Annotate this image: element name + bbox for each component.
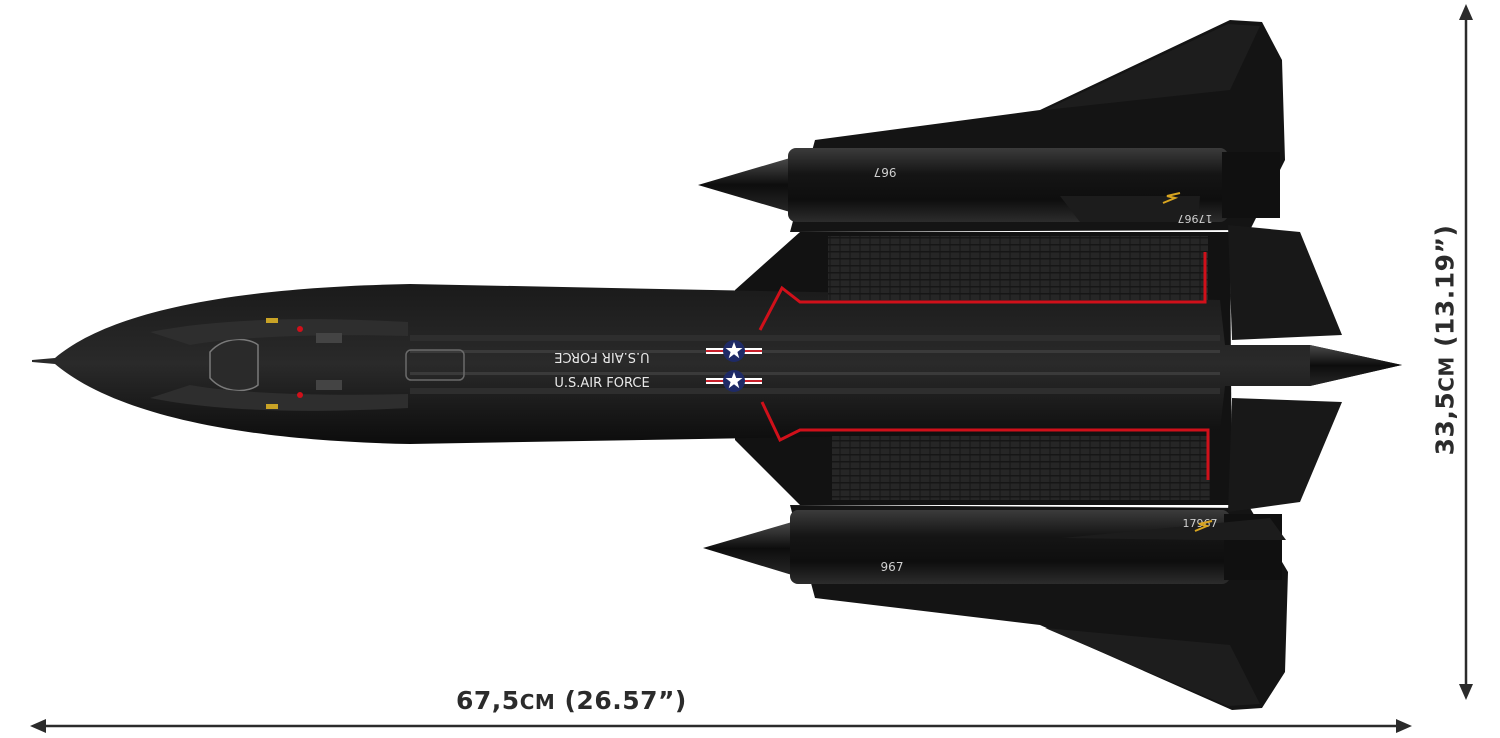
width-dimension-label: 67,5CM (26.57”) bbox=[456, 686, 687, 715]
upper-tail-number: 17967 bbox=[1178, 212, 1213, 225]
lower-tail-fin bbox=[1228, 398, 1342, 512]
tail-cone bbox=[1310, 345, 1402, 386]
height-dimension-arrow bbox=[1459, 4, 1473, 700]
upper-wing-panel-grid bbox=[828, 236, 1208, 300]
upper-tail-fin bbox=[1228, 225, 1342, 340]
canopy-hatch bbox=[405, 349, 465, 381]
lower-wing-panel-grid bbox=[832, 436, 1210, 500]
lightning-emblem bbox=[1194, 520, 1213, 532]
lower-engine-number: 967 bbox=[881, 560, 904, 574]
upper-engine-number: 967 bbox=[874, 165, 897, 179]
lightning-emblem bbox=[1162, 192, 1181, 204]
lower-engine-spike bbox=[703, 522, 792, 575]
usaf-marking-mirrored: U.S.AIR FORCE bbox=[554, 349, 649, 364]
upper-engine-spike bbox=[698, 158, 790, 212]
width-value: 67,5 bbox=[456, 686, 520, 715]
usaf-marking: U.S.AIR FORCE bbox=[554, 376, 649, 391]
roundel-lower bbox=[706, 370, 762, 392]
warning-decal bbox=[266, 404, 278, 409]
height-value: 33,5 bbox=[1430, 391, 1460, 456]
lower-engine-nacelle bbox=[790, 510, 1230, 584]
lower-red-stripe bbox=[760, 401, 1210, 480]
warning-decal bbox=[266, 318, 278, 323]
sr71-aircraft-model: U.S.AIR FORCE U.S.AIR FORCE 967 967 1796… bbox=[32, 20, 1402, 710]
roundel-upper bbox=[706, 340, 762, 362]
width-unit: CM bbox=[519, 690, 556, 714]
cockpit-canopy bbox=[209, 338, 259, 392]
height-dimension-label: 33,5CM (13.19”) bbox=[1431, 225, 1460, 456]
width-imperial: (26.57”) bbox=[564, 686, 687, 715]
height-imperial: (13.19”) bbox=[1430, 224, 1460, 347]
height-unit: CM bbox=[1434, 356, 1459, 392]
width-dimension-arrow bbox=[30, 719, 1412, 733]
upper-red-stripe bbox=[758, 252, 1207, 331]
